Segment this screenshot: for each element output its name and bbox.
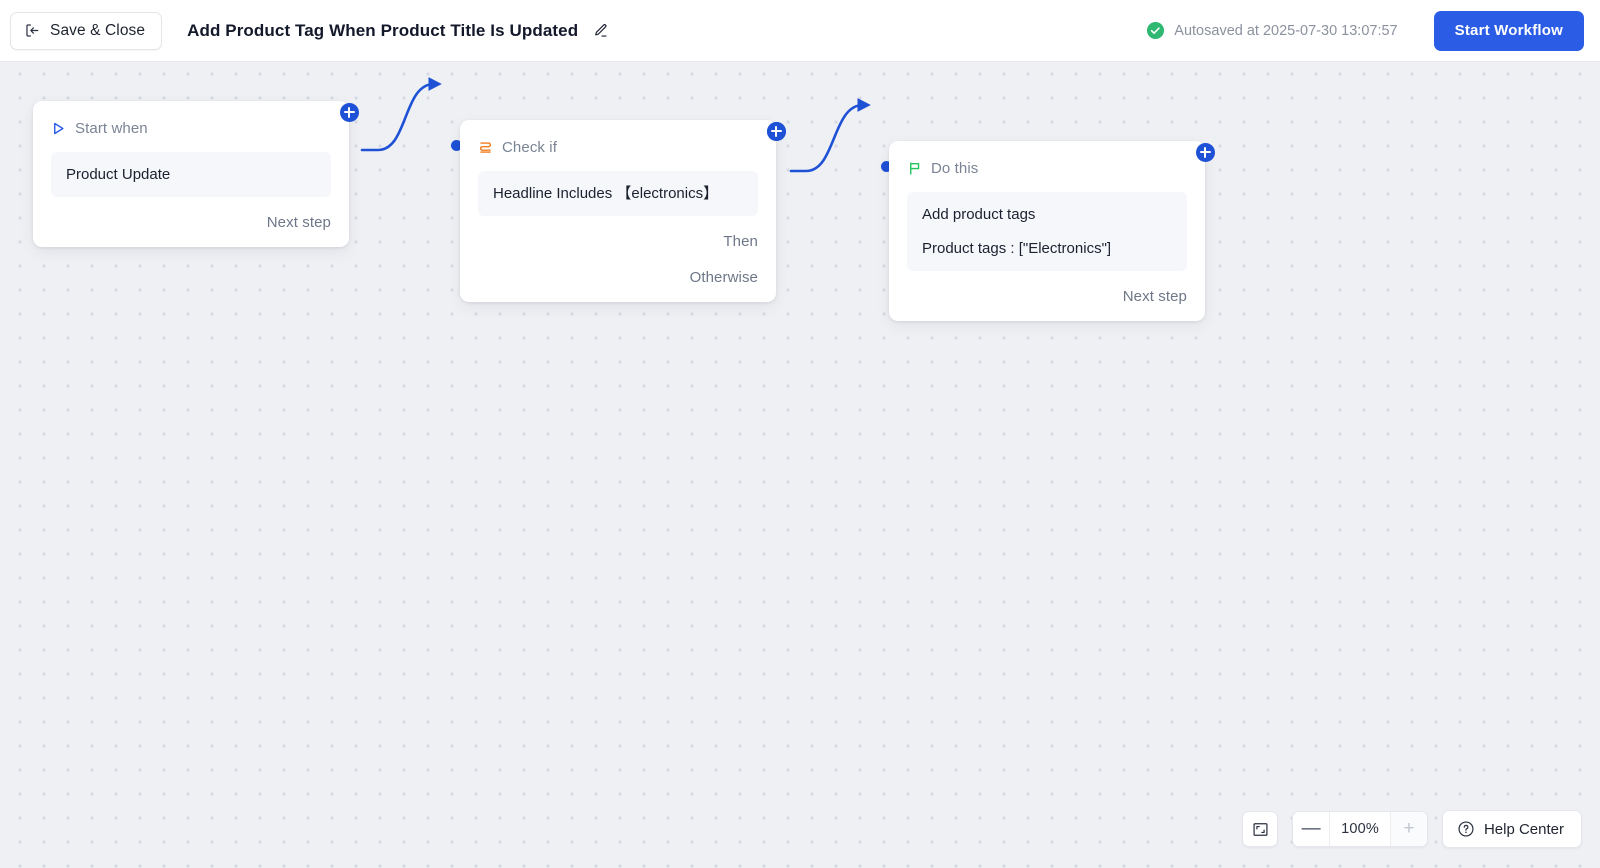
start-workflow-button[interactable]: Start Workflow <box>1433 10 1584 51</box>
next-step-label: Next step <box>1122 287 1187 305</box>
check-circle-icon <box>1146 21 1165 40</box>
then-label: Then <box>723 232 758 250</box>
canvas-toolbar: — 100% + Help Center <box>1242 810 1582 848</box>
exit-arrow-icon <box>24 22 41 39</box>
play-triangle-icon <box>51 121 66 136</box>
node-header-label: Start when <box>75 119 148 137</box>
zoom-out-button[interactable]: — <box>1293 812 1330 846</box>
node-field-line: Product tags : ["Electronics"] <box>922 240 1112 257</box>
save-and-close-button[interactable]: Save & Close <box>10 11 163 50</box>
flag-icon <box>907 161 922 176</box>
add-next-step-button[interactable] <box>339 102 359 122</box>
edge-trigger-to-condition <box>360 76 442 152</box>
edit-title-button[interactable] <box>589 20 611 42</box>
zoom-level-label: 100% <box>1341 821 1379 837</box>
node-header: Check if <box>478 136 758 158</box>
fit-to-screen-icon <box>1252 821 1269 838</box>
action-input-dot[interactable] <box>881 161 892 172</box>
autosave-status: Autosaved at 2025-07-30 13:07:57 <box>1146 21 1398 40</box>
next-step-label: Next step <box>266 213 331 231</box>
node-card-trigger[interactable]: Start when Product Update Next step <box>33 101 359 247</box>
add-next-step-button[interactable] <box>1195 142 1215 162</box>
node-header: Start when <box>51 117 331 139</box>
otherwise-label: Otherwise <box>689 268 758 286</box>
divider <box>1389 812 1391 846</box>
header-right-group: Autosaved at 2025-07-30 13:07:57 Start W… <box>1146 10 1600 51</box>
node-field-line: Add product tags <box>922 206 1036 223</box>
node-field-line: Headline Includes 【electronics】 <box>493 185 719 202</box>
node-field[interactable]: Headline Includes 【electronics】 <box>478 171 758 216</box>
help-center-button[interactable]: Help Center <box>1441 810 1582 848</box>
node-footer-then: Then <box>478 121 786 252</box>
node-header-label: Do this <box>931 159 979 177</box>
add-otherwise-branch-button[interactable] <box>766 121 786 141</box>
zoom-controls: — 100% + <box>1292 811 1428 847</box>
node-header: Do this <box>907 157 1187 179</box>
workflow-canvas[interactable]: Start when Product Update Next step Chec… <box>0 62 1600 868</box>
node-field[interactable]: Product Update <box>51 152 331 197</box>
node-field[interactable]: Add product tags Product tags : ["Electr… <box>907 192 1187 271</box>
pencil-icon <box>592 22 609 39</box>
node-card-condition[interactable]: Check if Headline Includes 【electronics】… <box>460 120 786 302</box>
node-footer-otherwise: Otherwise <box>478 121 786 288</box>
node-footer-next-step: Next step <box>907 142 1215 307</box>
divider <box>1329 812 1331 846</box>
question-circle-icon <box>1457 820 1475 838</box>
branch-condition-icon <box>478 140 493 155</box>
edge-condition-to-action <box>789 97 871 173</box>
autosave-text: Autosaved at 2025-07-30 13:07:57 <box>1174 22 1398 39</box>
app-header: Save & Close Add Product Tag When Produc… <box>0 0 1600 62</box>
fit-to-screen-button[interactable] <box>1242 811 1279 847</box>
workflow-title: Add Product Tag When Product Title Is Up… <box>187 20 579 40</box>
condition-input-dot[interactable] <box>451 140 462 151</box>
node-header-label: Check if <box>502 138 557 156</box>
help-center-label: Help Center <box>1483 820 1564 838</box>
node-field-line: Product Update <box>66 166 171 183</box>
node-card-action[interactable]: Do this Add product tags Product tags : … <box>889 141 1215 321</box>
save-and-close-label: Save & Close <box>50 21 146 39</box>
zoom-in-button[interactable]: + <box>1390 812 1427 846</box>
node-footer-next-step: Next step <box>51 102 359 233</box>
